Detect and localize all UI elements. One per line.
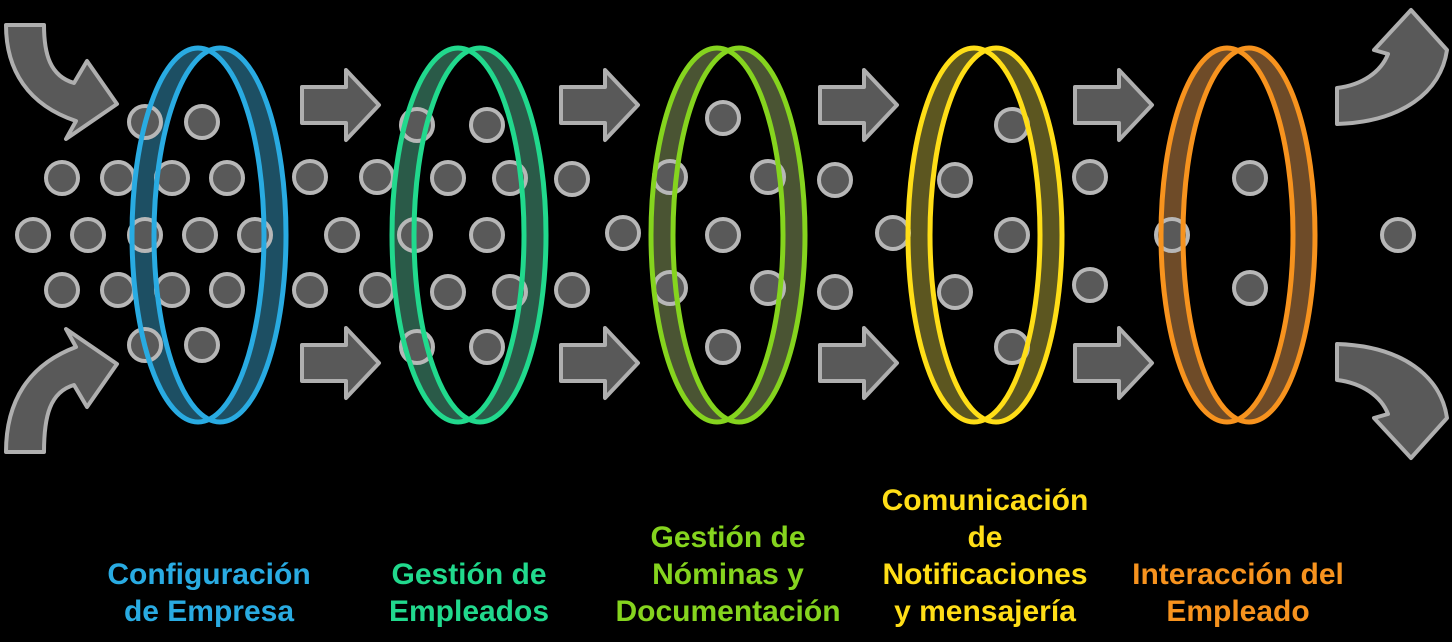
dot bbox=[1232, 270, 1268, 306]
dot bbox=[292, 159, 328, 195]
dot bbox=[324, 217, 360, 253]
flow-arrow bbox=[300, 326, 381, 400]
dot bbox=[292, 272, 328, 308]
dot bbox=[937, 162, 973, 198]
dot bbox=[184, 104, 220, 140]
ring-outlines-layer bbox=[129, 45, 1318, 425]
ring-outline-gestion-nominas-documentacion bbox=[670, 45, 808, 425]
exit-arrow-bottom-right bbox=[1335, 342, 1449, 460]
dots-layer bbox=[15, 100, 1416, 365]
dot bbox=[750, 159, 786, 195]
ring-outline-configuracion-empresa bbox=[151, 45, 289, 425]
dot bbox=[817, 274, 853, 310]
flow-arrow bbox=[1073, 326, 1154, 400]
dot bbox=[154, 272, 190, 308]
stage-label-gestion-nominas-documentacion: Gestión de Nóminas y Documentación bbox=[615, 521, 841, 628]
entry-arrow-bottom-left bbox=[4, 327, 119, 454]
dot bbox=[1380, 217, 1416, 253]
ring-outline-configuracion-empresa bbox=[129, 45, 267, 425]
dot bbox=[1154, 217, 1190, 253]
entry-arrow-top-left bbox=[4, 23, 119, 141]
dot bbox=[817, 162, 853, 198]
stage-label-configuracion-empresa: Configuración de Empresa bbox=[107, 558, 311, 628]
stage-label-gestion-empleados: Gestión de Empleados bbox=[388, 558, 550, 628]
dot bbox=[652, 270, 688, 306]
ring-outline-gestion-empleados bbox=[389, 45, 527, 425]
ring-outline-interaccion-empleado bbox=[1180, 45, 1318, 425]
dot bbox=[1072, 267, 1108, 303]
ring-outline-comunicacion-notificaciones-mensajeria bbox=[927, 45, 1065, 425]
dot bbox=[554, 161, 590, 197]
stage-label-interaccion-empleado: Interacción del Empleado bbox=[1132, 558, 1344, 628]
stage-label-comunicacion-notificaciones-mensajeria: Comunicación de Notificaciones y mensaje… bbox=[881, 484, 1089, 628]
ring-outline-gestion-nominas-documentacion bbox=[648, 45, 786, 425]
flow-arrow bbox=[818, 68, 899, 142]
dot bbox=[1232, 160, 1268, 196]
flow-arrow bbox=[1073, 68, 1154, 142]
flow-arrow bbox=[818, 326, 899, 400]
dot bbox=[705, 100, 741, 136]
ring-outline-interaccion-empleado bbox=[1158, 45, 1296, 425]
flow-arrows-layer bbox=[300, 68, 1154, 400]
dot bbox=[652, 159, 688, 195]
dot bbox=[359, 272, 395, 308]
flow-arrow bbox=[559, 68, 640, 142]
dot bbox=[182, 217, 218, 253]
dot bbox=[430, 274, 466, 310]
ring-outline-gestion-empleados bbox=[411, 45, 549, 425]
dot bbox=[554, 272, 590, 308]
dot bbox=[1072, 159, 1108, 195]
dot bbox=[875, 215, 911, 251]
flow-arrow bbox=[300, 68, 381, 142]
dot bbox=[70, 217, 106, 253]
dot bbox=[430, 160, 466, 196]
dot bbox=[469, 329, 505, 365]
ring-outline-comunicacion-notificaciones-mensajeria bbox=[905, 45, 1043, 425]
dot bbox=[469, 217, 505, 253]
dot bbox=[750, 270, 786, 306]
flow-arrow bbox=[559, 326, 640, 400]
dot bbox=[15, 217, 51, 253]
dot bbox=[469, 107, 505, 143]
dot bbox=[994, 217, 1030, 253]
dot bbox=[100, 272, 136, 308]
dot bbox=[100, 160, 136, 196]
exit-arrow-top-right bbox=[1335, 8, 1449, 126]
dot bbox=[937, 274, 973, 310]
dot bbox=[359, 159, 395, 195]
dot bbox=[209, 272, 245, 308]
dot bbox=[44, 272, 80, 308]
dot bbox=[705, 329, 741, 365]
dot bbox=[184, 327, 220, 363]
dot bbox=[705, 217, 741, 253]
dot bbox=[44, 160, 80, 196]
dot bbox=[209, 160, 245, 196]
dot bbox=[605, 215, 641, 251]
